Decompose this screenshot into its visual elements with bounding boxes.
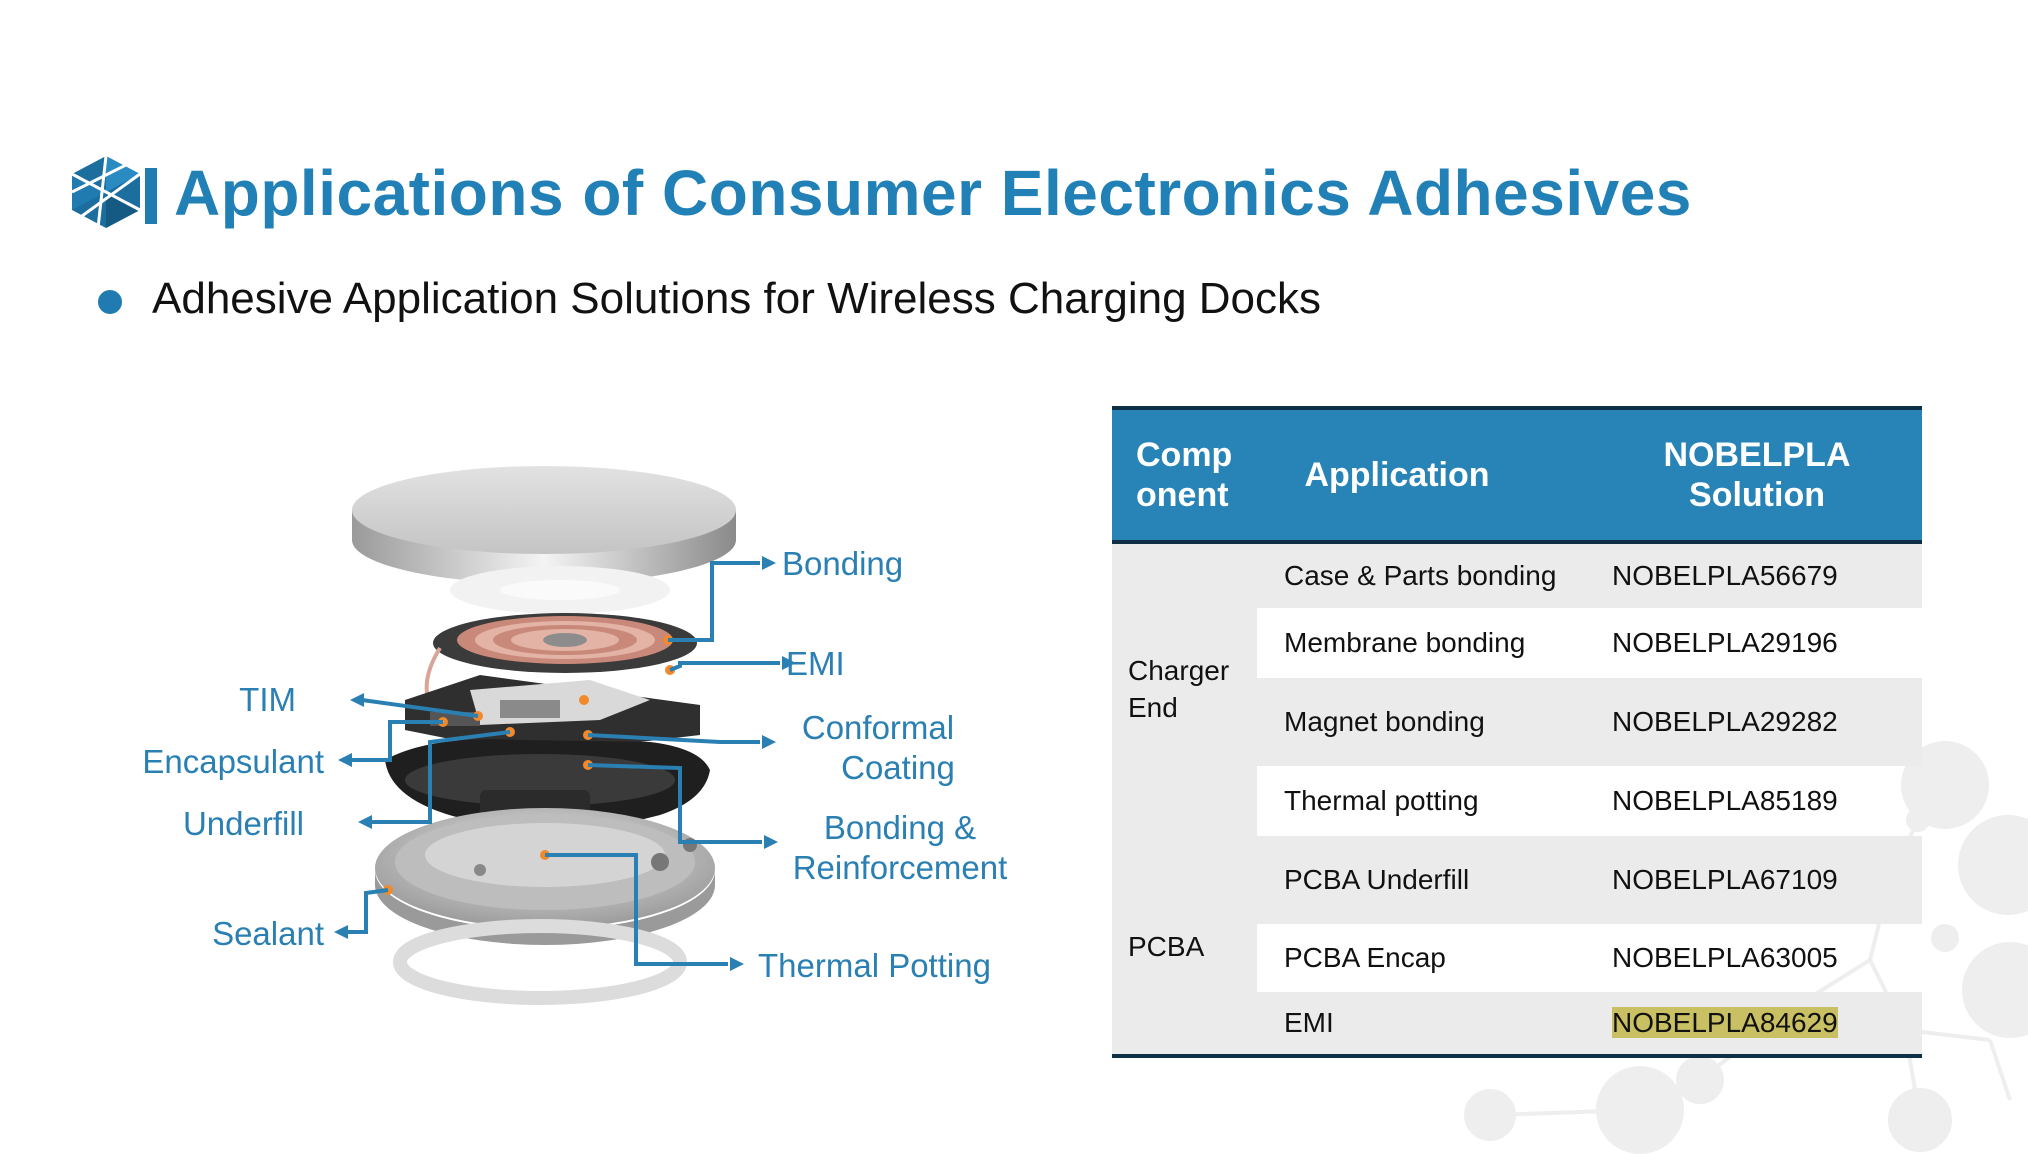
callout-encapsulant: Encapsulant [142,743,324,780]
header-application: Application [1304,456,1490,494]
header-component-line1: Comp [1136,436,1233,474]
header-solution-line2: Solution [1689,476,1825,514]
group-label-end: End [1128,692,1178,723]
header-solution-line1: NOBELPLA [1663,436,1851,474]
cell-application: PCBA Underfill [1284,864,1470,895]
callout-sealant: Sealant [212,915,324,952]
cell-solution: NOBELPLA63005 [1612,942,1838,973]
table-header: Comp onent Application NOBELPLA Solution [1112,406,1922,544]
table-row: PCBA Underfill NOBELPLA67109 [1257,836,1922,924]
header-component: Comp onent [1136,410,1256,540]
group-label-charger-end: Charger End [1128,652,1229,726]
callout-conformal-line2: Coating [841,749,955,786]
cell-application: EMI [1284,1007,1334,1038]
group-label-charger: Charger [1128,655,1230,686]
callout-underfill: Underfill [182,805,304,842]
cell-solution: NOBELPLA29196 [1612,627,1838,658]
cell-solution: NOBELPLA29282 [1612,706,1838,737]
table-row: Thermal potting NOBELPLA85189 [1257,766,1922,836]
component-column [1112,544,1257,1054]
cell-application: Case & Parts bonding [1284,560,1557,591]
header-solution: NOBELPLA Solution [1622,410,1892,540]
callout-bonding-reinf-line2: Reinforcement [792,849,1008,886]
page-title: Applications of Consumer Electronics Adh… [174,157,1692,229]
table-row: Membrane bonding NOBELPLA29196 [1257,608,1922,678]
header-component-line2: onent [1136,476,1229,514]
charging-dock-diagram: Bonding EMI Conformal Coating Bonding & … [0,420,1080,1040]
callout-bonding-reinforcement: Bonding & Reinforcement [780,808,1020,888]
cell-application: Membrane bonding [1284,627,1526,658]
title-accent-bar [145,168,157,224]
bullet-dot [98,290,122,314]
table-row: Case & Parts bonding NOBELPLA56679 [1257,544,1922,608]
exploded-charger-illustration [334,466,796,1005]
cell-solution-highlighted: NOBELPLA84629 [1612,1007,1838,1038]
cell-solution: NOBELPLA85189 [1612,785,1838,816]
cell-application: Magnet bonding [1284,706,1485,737]
group-label-pcba: PCBA [1128,931,1205,962]
callout-conformal-line1: Conformal [801,709,955,746]
table-body: Charger End PCBA Case & Parts bonding NO… [1112,544,1922,1058]
callout-bonding-reinf-line1: Bonding & [823,809,977,846]
table-row: Magnet bonding NOBELPLA29282 [1257,678,1922,766]
callout-conformal-coating: Conformal Coating [778,708,978,788]
cell-solution: NOBELPLA67109 [1612,864,1838,895]
cell-application: Thermal potting [1284,785,1479,816]
table-row: PCBA Encap NOBELPLA63005 [1257,924,1922,992]
callout-emi: EMI [786,645,845,682]
cell-solution: NOBELPLA56679 [1612,560,1838,591]
table-row: EMI NOBELPLA84629 [1257,992,1922,1054]
callout-tim: TIM [239,681,296,718]
callout-bonding: Bonding [782,545,904,582]
solutions-table: Comp onent Application NOBELPLA Solution… [1112,406,1922,1058]
page-subtitle: Adhesive Application Solutions for Wirel… [152,274,1322,323]
callout-thermal-potting: Thermal Potting [758,947,991,984]
cell-application: PCBA Encap [1284,942,1446,973]
company-logo-icon [71,155,141,229]
